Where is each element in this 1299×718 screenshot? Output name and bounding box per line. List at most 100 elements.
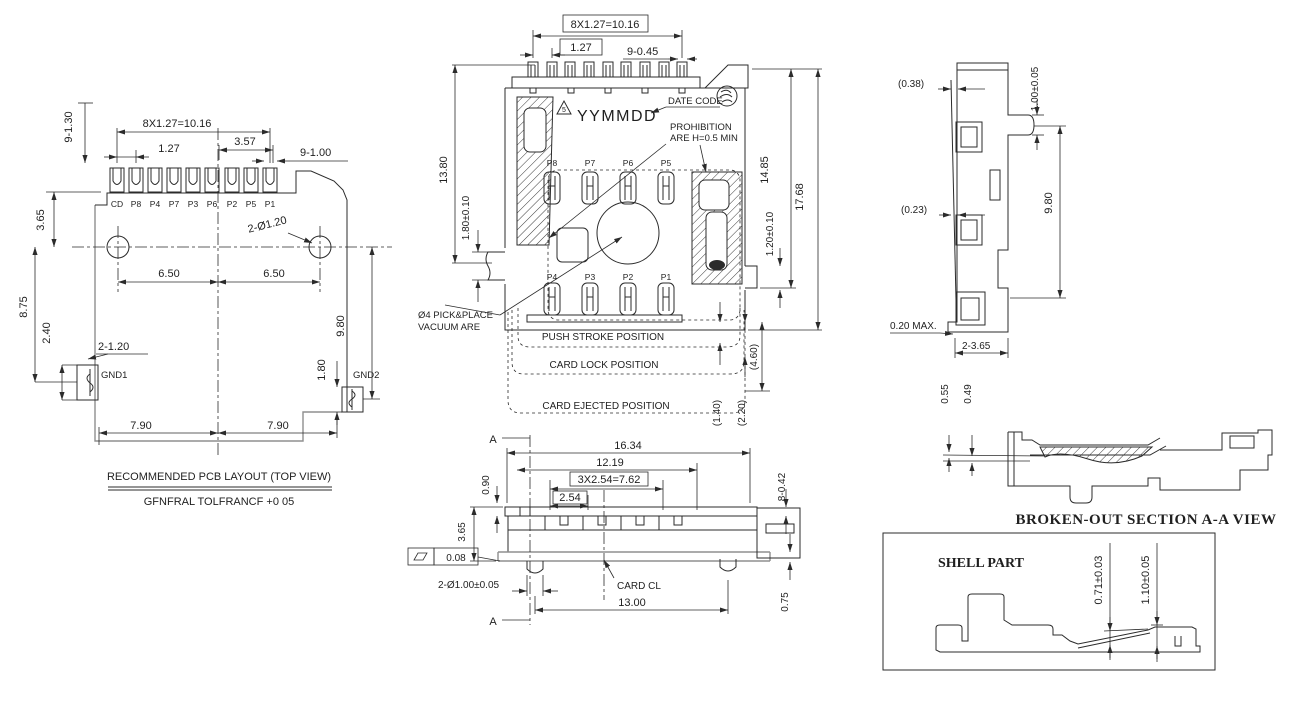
pick-place-note: VACUUM ARE	[418, 322, 480, 333]
gnd1-label: GND1	[101, 370, 127, 381]
date-code-label: DATE CODE	[668, 96, 723, 107]
dim-label: 2-Ø1.20	[247, 214, 288, 235]
pad-label: P6	[623, 158, 634, 168]
mounting-hole	[308, 235, 332, 259]
dim-label: 1.80±0.10	[461, 195, 472, 240]
prohibition-note: PROHIBITION	[670, 122, 732, 133]
dim-label: 0.08	[446, 553, 466, 564]
pcb-pin-label: P5	[246, 199, 257, 209]
view-front: A A 16.34 12.19 3X2.54=7.62 2.54 0.90 3.…	[407, 434, 801, 628]
dim-label: 3X2.54=7.62	[578, 474, 641, 486]
shell-part-title: SHELL PART	[938, 556, 1025, 571]
pad-label: P8	[547, 158, 558, 168]
pad-label: P3	[585, 272, 596, 282]
pad-label: P5	[661, 158, 672, 168]
section-caption: BROKEN-OUT SECTION A-A VIEW	[1016, 512, 1277, 528]
pcb-pin-label: P1	[265, 199, 276, 209]
dim-label: 2.40	[41, 322, 53, 343]
dim-label: 3.65	[35, 209, 47, 230]
section-label-a: A	[489, 434, 497, 446]
dim-label: 1.20±0.10	[765, 211, 776, 256]
dim-label: 9.80	[335, 315, 347, 336]
pad-label: P7	[585, 158, 596, 168]
dim-label: 7.90	[130, 420, 151, 432]
dim-label: (0.38)	[898, 79, 924, 90]
view-top: P8 P7 P6 P5 P4 P3 P2 P1 5 YYMMDD DATE CO…	[418, 14, 822, 426]
dim-label: 9.80	[1043, 192, 1055, 213]
dim-label: 6.50	[263, 268, 284, 280]
dim-label: 14.85	[759, 156, 771, 184]
prohibition-note: ARE H=0.5 MIN	[670, 133, 738, 144]
dim-label: 17.68	[794, 183, 806, 211]
dim-label: 2.54	[559, 492, 580, 504]
shell-profile	[935, 593, 1201, 653]
pcb-pin-label: P3	[188, 199, 199, 209]
pad-label: P1	[661, 272, 672, 282]
dim-label: 0.49	[963, 384, 974, 404]
dim-label: 13.80	[438, 156, 450, 184]
dim-label: (1.40)	[712, 400, 723, 426]
pcb-view-subtitle: GFNFRAL TOLFRANCF +0 05	[144, 496, 294, 508]
pcb-pin-label: P7	[169, 199, 180, 209]
pad-label: P2	[623, 272, 634, 282]
view-side: (0.38) 1.00±0.05 9.80 (0.23) 0.20 MAX. 2…	[890, 62, 1066, 358]
vacuum-area-circle	[596, 201, 660, 265]
pcb-pin-label: P4	[150, 199, 161, 209]
pick-place-note: Ø4 PICK&PLACE	[418, 310, 493, 321]
pcb-pin-label: P8	[131, 199, 142, 209]
dim-label: 1.27	[570, 42, 591, 54]
dim-label: 0.55	[940, 384, 951, 404]
position-label: CARD LOCK POSITION	[550, 360, 659, 371]
section-label-a: A	[489, 616, 497, 628]
gnd2-label: GND2	[353, 370, 379, 381]
dim-label: 1.10±0.05	[1140, 556, 1152, 605]
dim-label: 1.27	[158, 143, 179, 155]
dim-label: 13.00	[618, 597, 646, 609]
dim-label: 9-1.30	[63, 111, 75, 142]
dim-label: 8.75	[18, 296, 30, 317]
dim-label: 7.90	[267, 420, 288, 432]
revision-number: 5	[562, 107, 566, 114]
dim-label: 6.50	[158, 268, 179, 280]
mounting-hole	[106, 235, 130, 259]
pad-label: P4	[547, 272, 558, 282]
dim-label: (0.23)	[901, 205, 927, 216]
gnd2-pad	[341, 386, 364, 413]
dim-label: 1.00±0.05	[1030, 66, 1041, 111]
dim-label: 8X1.27=10.16	[571, 19, 640, 31]
dim-label: 0.75	[780, 592, 791, 612]
date-code-value: YYMMDD	[577, 108, 657, 125]
rivet-symbol	[716, 85, 738, 107]
dim-label: 3.57	[234, 136, 255, 148]
dim-label: 9-0.45	[627, 46, 658, 58]
flatness-frame: 0.08	[407, 547, 501, 566]
detail-box	[882, 532, 1216, 671]
view-shell-part: SHELL PART 0.71±0.03 1.10±0.05	[882, 532, 1216, 671]
dim-label: 0.71±0.03	[1093, 556, 1105, 605]
pcb-pin-label: P6	[207, 199, 218, 209]
dim-label: 8X1.27=10.16	[143, 118, 212, 130]
centerline-label: CARD CL	[617, 581, 661, 592]
dim-label: 2-3.65	[962, 341, 991, 352]
view-pcb-layout: CD P8 P4 P7 P3 P6 P2 P5 P1 8X1.27=10.16 …	[18, 102, 392, 508]
view-section-aa: 0.55 0.49 BROKEN-OUT SECTION A-A VIEW	[940, 384, 1276, 528]
position-label: CARD EJECTED POSITION	[542, 401, 669, 412]
dim-label: 0.20 MAX.	[890, 321, 937, 332]
dim-label: 0.90	[481, 475, 492, 495]
dim-label: 1.80	[316, 359, 328, 380]
position-label: PUSH STROKE POSITION	[542, 332, 664, 343]
dim-label: 3.65	[457, 522, 468, 542]
dim-label: 2-1.20	[98, 341, 129, 353]
dim-label: 9-1.00	[300, 147, 331, 159]
pcb-pin-label: CD	[111, 199, 123, 209]
dim-label: 8-0.42	[777, 472, 788, 501]
dim-label: 12.19	[596, 457, 624, 469]
dim-label: (2.20)	[737, 400, 748, 426]
dim-label: (4.60)	[749, 344, 760, 370]
pcb-pin-label: P2	[227, 199, 238, 209]
dim-label: 16.34	[614, 440, 642, 452]
pcb-view-title: RECOMMENDED PCB LAYOUT (TOP VIEW)	[107, 471, 331, 483]
dim-label: 2-Ø1.00±0.05	[438, 580, 500, 591]
